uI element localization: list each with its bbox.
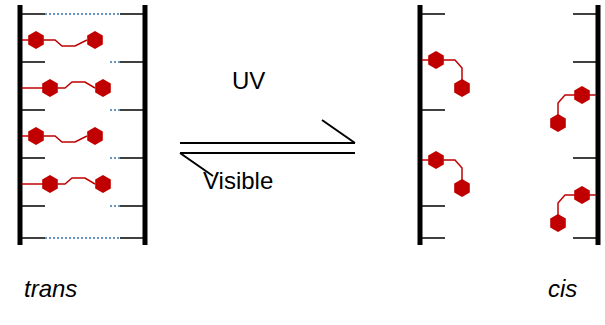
light-label: UV [232, 68, 265, 94]
trans-duplex [20, 5, 145, 245]
isomer-label: cis [548, 276, 577, 302]
isomer-label: trans [24, 276, 77, 302]
cis-strands [420, 5, 598, 245]
light-label: Visible [203, 168, 273, 194]
